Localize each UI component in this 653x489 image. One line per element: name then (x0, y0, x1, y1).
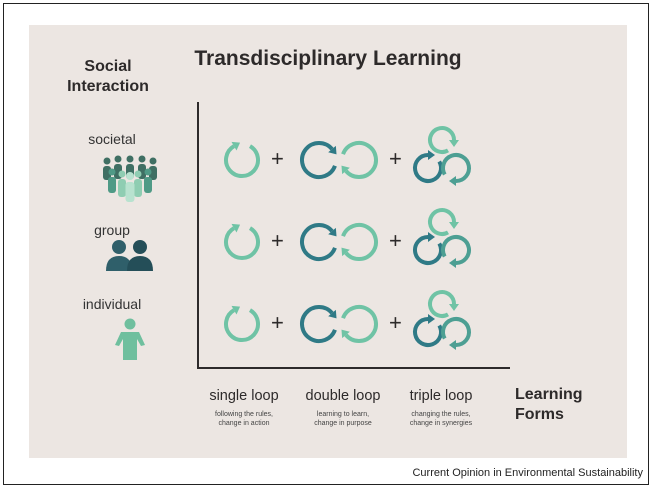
single-loop-group (224, 223, 260, 260)
triple-loop-ring-right (441, 235, 471, 268)
y-axis-title: Social Interaction (58, 57, 158, 97)
double-loop-ring-right (341, 305, 378, 343)
single-loop-individual (224, 305, 260, 342)
double-loop-group (300, 223, 378, 261)
learning-form-single-desc-line1: following the rules, (215, 411, 273, 418)
triple-loop-ring-top (428, 126, 459, 154)
person-icon (115, 318, 145, 360)
triple-loop-ring-top (428, 208, 459, 236)
triple-loop-societal (413, 126, 471, 186)
group-icon (106, 240, 153, 271)
learning-form-double: double loop (305, 388, 381, 404)
figure-title: Transdisciplinary Learning (194, 47, 462, 70)
double-loop-societal (300, 141, 378, 179)
learning-form-single-desc: following the rules, change in action (189, 410, 299, 428)
level-label-individual: individual (82, 296, 142, 312)
learning-form-double-desc: learning to learn, change in purpose (288, 410, 398, 428)
triple-loop-ring-left (413, 232, 443, 265)
x-axis-line (197, 367, 510, 369)
x-axis-title-line2: Forms (515, 406, 564, 423)
triple-loop-ring-top (428, 290, 459, 318)
triple-loop-ring-left (413, 150, 443, 183)
double-loop-ring-left (300, 305, 337, 343)
y-axis-title-line1: Social (84, 58, 132, 75)
source-caption: Current Opinion in Environmental Sustain… (412, 467, 643, 479)
x-axis-title-line1: Learning (515, 386, 583, 403)
double-loop-ring-right (341, 223, 378, 261)
learning-form-single: single loop (209, 388, 279, 404)
double-loop-individual (300, 305, 378, 343)
plus-sign: + (389, 310, 402, 335)
level-label-societal: societal (88, 131, 136, 147)
plus-sign: + (389, 228, 402, 253)
crowd-icon (103, 155, 157, 202)
triple-loop-group (413, 208, 471, 268)
plus-sign: + (271, 146, 284, 171)
y-axis-line (197, 102, 199, 369)
x-axis-title: Learning Forms (515, 385, 595, 425)
single-loop-societal (224, 141, 260, 178)
learning-form-triple-desc-line1: changing the rules, (411, 411, 471, 418)
learning-form-single-desc-line2: change in action (218, 420, 270, 427)
level-label-group: group (94, 222, 130, 238)
learning-form-triple: triple loop (409, 388, 473, 404)
figure-panel (29, 25, 627, 458)
learning-form-double-desc-line1: learning to learn, (316, 411, 370, 418)
triple-loop-ring-right (441, 317, 471, 350)
single-loop-ring (224, 141, 260, 178)
plus-sign: + (271, 310, 284, 335)
triple-loop-individual (413, 290, 471, 350)
double-loop-ring-left (300, 141, 337, 179)
double-loop-ring-right (341, 141, 378, 179)
y-axis-title-line2: Interaction (67, 78, 149, 95)
learning-form-double-desc-line2: change in purpose (314, 420, 372, 427)
plus-sign: + (271, 228, 284, 253)
learning-form-triple-desc-line2: change in synergies (409, 420, 473, 427)
single-loop-ring (224, 223, 260, 260)
learning-form-triple-desc: changing the rules, change in synergies (386, 410, 496, 428)
single-loop-ring (224, 305, 260, 342)
plus-sign: + (389, 146, 402, 171)
triple-loop-ring-left (413, 314, 443, 347)
triple-loop-ring-right (441, 153, 471, 186)
double-loop-ring-left (300, 223, 337, 261)
